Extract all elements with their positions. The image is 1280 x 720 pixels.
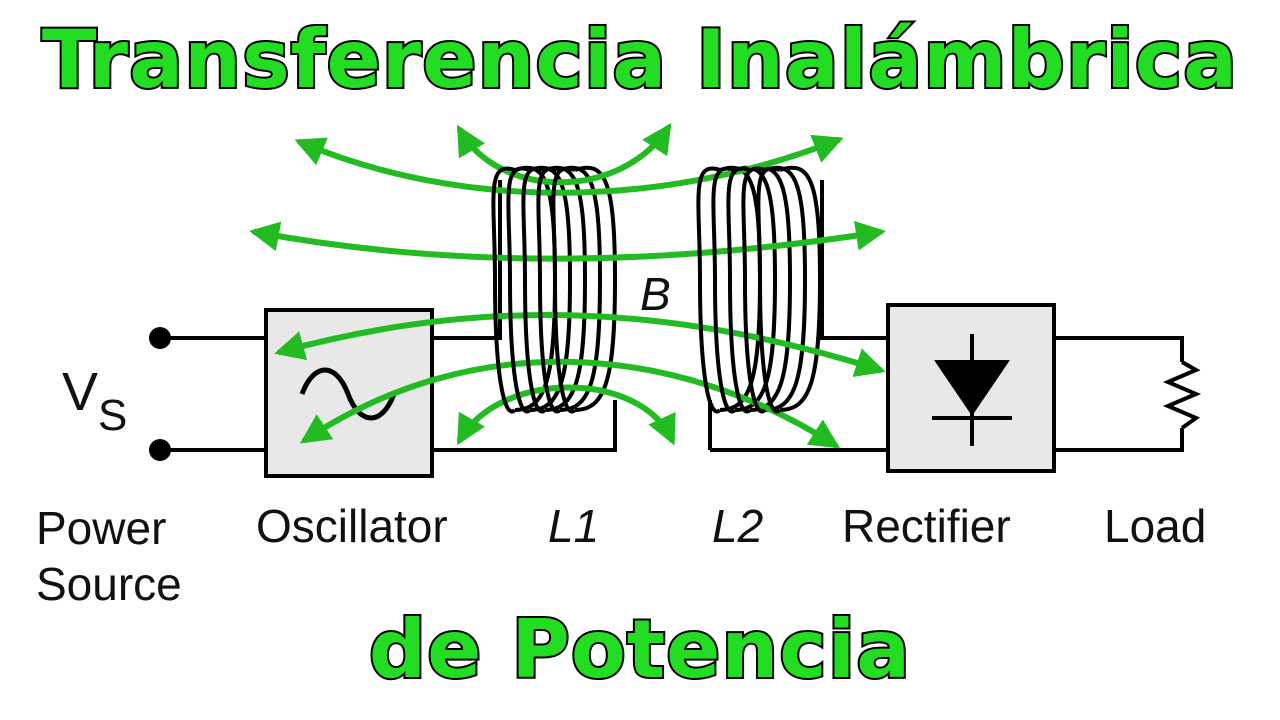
coil-l2	[696, 166, 782, 414]
rectifier-label: Rectifier	[842, 500, 1011, 552]
power-source-label-line1: Power	[36, 502, 167, 554]
oscillator-label: Oscillator	[256, 500, 448, 552]
power-source-label-line2: Source	[36, 558, 182, 610]
magnetic-field-lines	[249, 123, 886, 449]
coil-l1	[491, 166, 577, 414]
diode-icon	[932, 334, 1012, 446]
vs-label: VS	[62, 362, 127, 440]
l1-label: L1	[548, 500, 600, 552]
field-label: B	[640, 268, 671, 320]
load-label: Load	[1104, 500, 1207, 552]
coil-l1-back	[514, 165, 618, 412]
vs-main: V	[62, 362, 99, 422]
l2-label: L2	[712, 500, 764, 552]
title-line-1: Transferencia Inalámbrica	[40, 11, 1239, 108]
terminal-bottom	[149, 439, 171, 461]
title-line-2: de Potencia	[367, 601, 912, 698]
vs-subscript: S	[98, 391, 128, 440]
terminal-top	[149, 327, 171, 349]
resistor-icon	[1162, 360, 1202, 430]
